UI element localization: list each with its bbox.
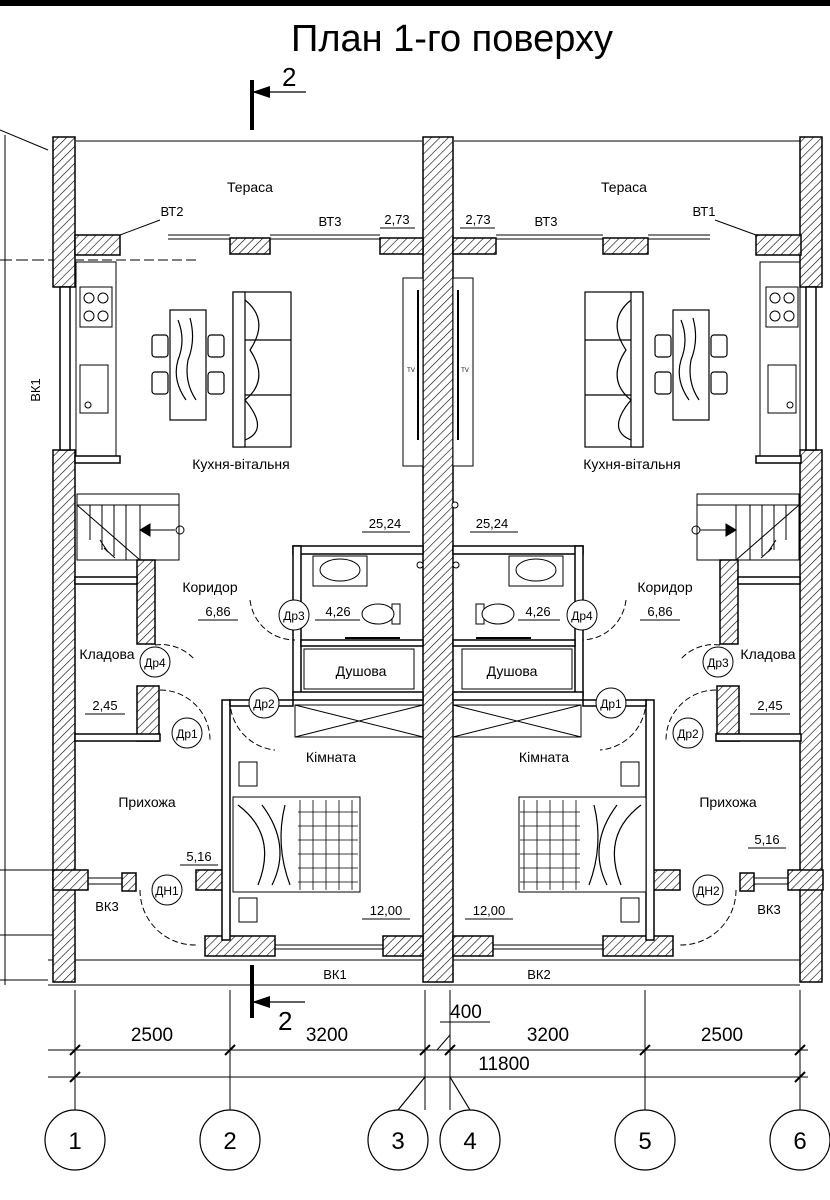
tv-label: TV (407, 368, 415, 374)
area-hall-left: 5,16 (186, 849, 211, 864)
room-label-room-right: Кімната (519, 749, 569, 765)
window-label-vt1: ВТ1 (693, 204, 716, 219)
area-terrace-left: 2,73 (384, 212, 409, 227)
room-label-kitchen-right: Кухня-вітальня (583, 456, 681, 472)
door-label-dn2: ДН2 (696, 884, 720, 898)
room-label-kitchen-left: Кухня-вітальня (192, 456, 290, 472)
sofa-icon (232, 291, 644, 448)
axis-label: 3 (391, 1128, 404, 1155)
window-label-vk3-left: ВК3 (95, 899, 118, 914)
door-label-dr3-right: Др3 (707, 656, 729, 670)
window-label-vt2: ВТ2 (161, 204, 184, 219)
room-label-corridor-left: Коридор (182, 579, 238, 595)
wardrobe-icon (294, 704, 582, 738)
door-label-dr1-left: Др1 (176, 727, 198, 741)
area-terrace-right: 2,73 (465, 212, 490, 227)
area-bath-left: 4,26 (325, 604, 350, 619)
room-label-terrace-left: Тераса (227, 179, 273, 195)
area-corridor-left: 6,86 (205, 604, 230, 619)
room-label-hall-left: Прихожа (118, 794, 176, 810)
area-bath-right: 4,26 (525, 604, 550, 619)
stove-icon (83, 292, 795, 322)
dimension-d3: 400 (450, 1002, 482, 1023)
axis-label: 5 (638, 1128, 651, 1155)
area-room-right: 12,00 (473, 903, 506, 918)
axis-bubbles (44, 1076, 830, 1171)
area-kitchen-right: 25,24 (476, 516, 509, 531)
room-label-hall-right: Прихожа (699, 794, 757, 810)
window-label-vk2-bottom: ВК2 (527, 967, 550, 982)
area-kitchen-left: 25,24 (369, 516, 402, 531)
section-mark-bottom: 2 (250, 965, 305, 1036)
window-label-vt3-right: ВТ3 (535, 214, 558, 229)
door-label-dn1: ДН1 (155, 884, 179, 898)
stairs-icon (76, 493, 800, 561)
dimension-total: 11800 (478, 1054, 529, 1075)
window-label-vt3-left: ВТ3 (319, 214, 342, 229)
axis-label: 1 (68, 1128, 81, 1155)
tv-icon (402, 277, 474, 467)
axis-label: 6 (793, 1128, 806, 1155)
room-label-room-left: Кімната (306, 749, 356, 765)
page-title: План 1-го поверху (291, 18, 613, 60)
riser-icon (416, 561, 424, 569)
area-hall-right: 5,16 (754, 832, 779, 847)
room-label-storage-left: Кладова (79, 646, 134, 662)
window-label-vk1-side: ВК1 (28, 378, 43, 401)
door-label-dr2-right: Др2 (677, 727, 699, 741)
kitchen-counters (75, 261, 801, 457)
area-storage-left: 2,45 (92, 698, 117, 713)
area-underlines (85, 227, 790, 920)
shower-icon (303, 637, 573, 690)
dimension-d4: 3200 (527, 1025, 569, 1046)
dimension-d1: 2500 (131, 1025, 173, 1046)
top-border (0, 0, 830, 6)
section-mark-top: 2 (250, 62, 306, 130)
windows (88, 219, 788, 950)
tv-label: TV (461, 368, 469, 374)
door-markers (139, 599, 734, 906)
walls (52, 136, 824, 983)
toilet-icon (361, 603, 515, 625)
terrace-outline (0, 129, 800, 986)
axis-label: 4 (463, 1128, 476, 1155)
dimension-d2: 3200 (306, 1025, 348, 1046)
window-label-vk1-bottom: ВК1 (323, 967, 346, 982)
room-label-shower-left: Душова (336, 663, 387, 679)
dimension-d5: 2500 (701, 1025, 743, 1046)
dimension-ticks (69, 1044, 806, 1083)
dimension-lines (48, 990, 808, 1110)
door-swings (139, 599, 737, 946)
door-label-dr3-left: Др3 (283, 609, 305, 623)
dining-table-icon (151, 309, 728, 421)
room-label-shower-right: Душова (487, 663, 538, 679)
axis-label: 2 (223, 1128, 236, 1155)
area-corridor-right: 6,86 (647, 604, 672, 619)
door-label-dr4-left: Др4 (144, 656, 166, 670)
window-label-vk3-right: ВК3 (757, 902, 780, 917)
svg-text:2: 2 (278, 1006, 292, 1036)
riser-icon (451, 501, 459, 509)
svg-text:2: 2 (282, 62, 296, 92)
room-label-storage-right: Кладова (740, 646, 795, 662)
room-label-corridor-right: Коридор (637, 579, 693, 595)
area-room-left: 12,00 (370, 903, 403, 918)
door-label-dr4-right: Др4 (571, 609, 593, 623)
sink-icon (312, 555, 564, 587)
riser-icon (452, 561, 460, 569)
door-label-dr1-right: Др1 (600, 697, 622, 711)
room-label-terrace-right: Тераса (601, 179, 647, 195)
door-label-dr2-left: Др2 (253, 697, 275, 711)
area-storage-right: 2,45 (757, 698, 782, 713)
bed-quilt-icon (237, 800, 642, 890)
